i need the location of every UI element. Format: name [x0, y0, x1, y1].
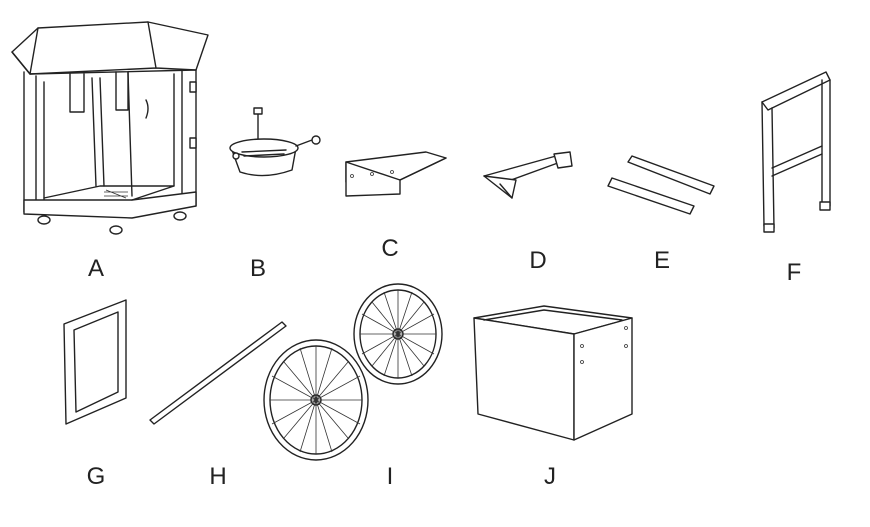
label-f: F [787, 259, 802, 286]
kettle-icon [229, 107, 321, 177]
cart-box-icon [473, 305, 633, 441]
label-c: C [381, 235, 398, 262]
label-h: H [209, 463, 226, 490]
square-frame-icon [63, 299, 127, 425]
popcorn-machine-cabinet-icon [11, 21, 209, 235]
cross-bars-icon [607, 155, 715, 215]
handle-bracket-icon [483, 151, 573, 199]
label-d: D [529, 247, 546, 274]
shelf-icon [345, 151, 447, 197]
wheels-icon [263, 283, 443, 461]
axle-rod-icon [149, 321, 287, 425]
label-g: G [87, 463, 106, 490]
leg-frame-icon [761, 71, 831, 233]
label-a: A [88, 255, 104, 282]
label-b: B [250, 255, 266, 282]
label-i: I [387, 463, 394, 490]
label-j: J [544, 463, 556, 490]
label-e: E [654, 247, 670, 274]
